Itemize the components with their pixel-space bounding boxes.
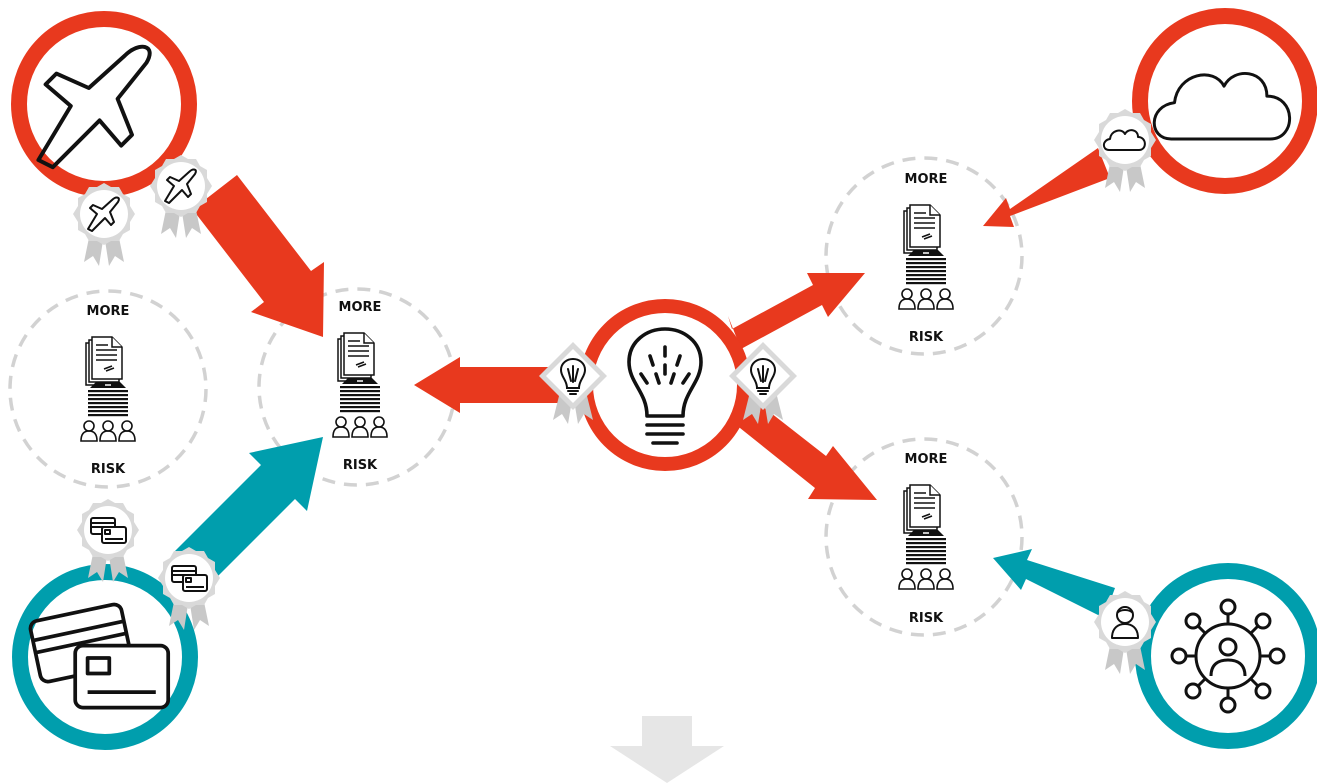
cluster-label-more: MORE [339, 300, 382, 315]
cloud-icon [1152, 72, 1292, 141]
cluster-left: MORE RISK [80, 304, 136, 477]
credit-card-node [12, 564, 198, 750]
documents-stack-people-icon [332, 332, 388, 438]
credit-card-icon [28, 602, 171, 710]
cluster-middle: MORE RISK [332, 300, 388, 473]
arrow-people-to-cluster [993, 549, 1115, 618]
cluster-label-risk: RISK [909, 330, 944, 345]
lightbulb-icon [627, 327, 703, 445]
cluster-label-more: MORE [87, 304, 130, 319]
people-network-icon [1170, 598, 1286, 714]
down-arrow [610, 716, 724, 783]
cloud-node [1132, 8, 1317, 194]
cluster-circle-top-right [824, 156, 1024, 356]
arrow-bulb-to-cluster [414, 357, 560, 413]
cluster-top-right: MORE RISK [898, 172, 954, 345]
documents-stack-people-icon [898, 204, 954, 310]
arrow-airplane-to-cluster [190, 175, 324, 337]
cluster-label-risk: RISK [343, 458, 378, 473]
people-network-node [1135, 563, 1317, 749]
arrows [174, 148, 1115, 618]
cluster-label-risk: RISK [909, 611, 944, 626]
cluster-label-more: MORE [905, 452, 948, 467]
cluster-circle-left [8, 289, 208, 489]
airplane-badge-left [73, 183, 135, 266]
lightbulb-node [579, 299, 751, 471]
documents-stack-people-icon [898, 484, 954, 590]
documents-stack-people-icon [80, 336, 136, 442]
cluster-bottom-right: MORE RISK [898, 452, 954, 626]
arrow-bulb-to-bottom-cluster [728, 392, 877, 500]
airplane-icon [36, 44, 152, 170]
arrow-bulb-to-top-cluster [728, 273, 865, 349]
arrow-cloud-to-cluster [983, 148, 1110, 227]
arrow-cards-to-cluster [174, 437, 323, 586]
cluster-circle-bottom-right [824, 437, 1024, 637]
cluster-label-more: MORE [905, 172, 948, 187]
cluster-label-risk: RISK [91, 462, 126, 477]
